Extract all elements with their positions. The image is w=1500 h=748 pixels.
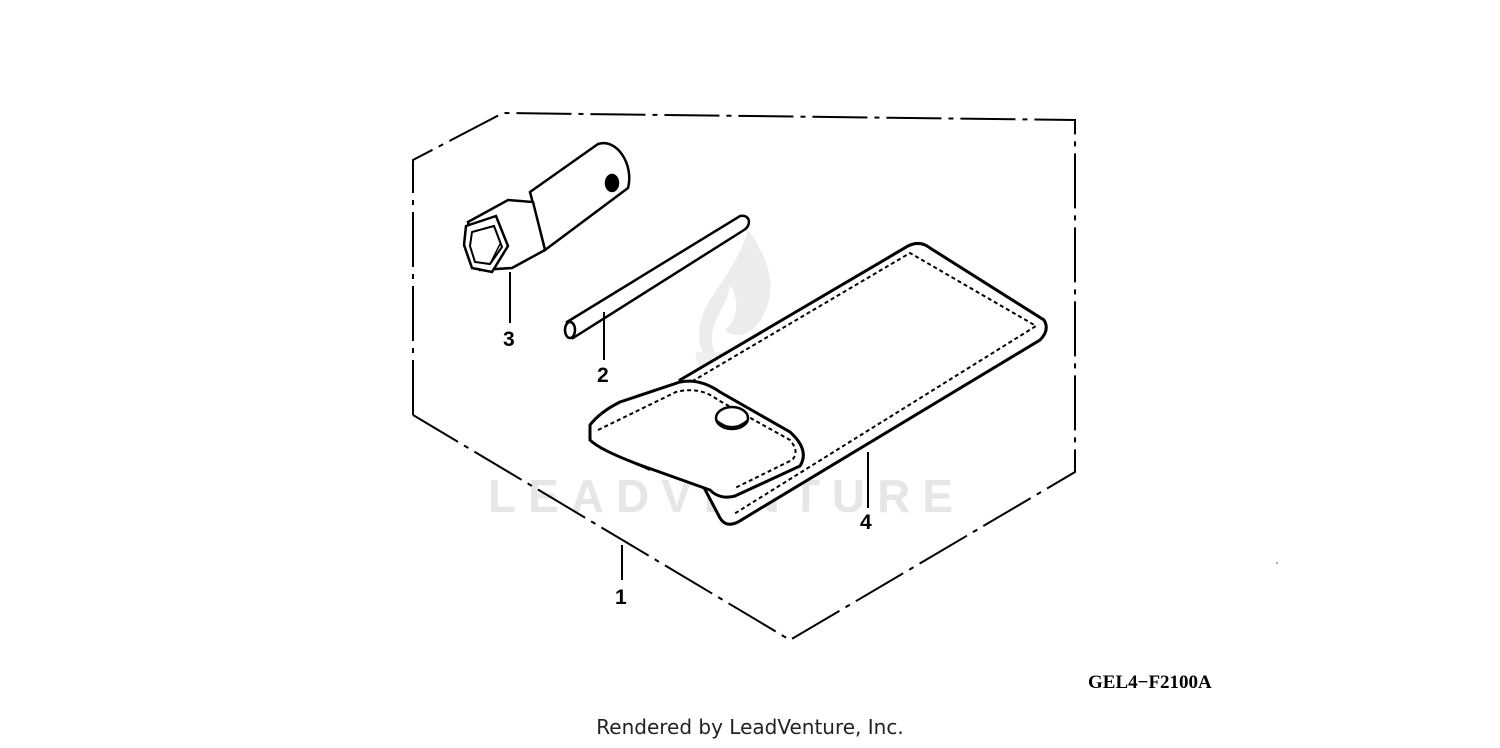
kit-boundary [412,111,1076,642]
callout-1: 1 [615,586,627,609]
diagram-code: GEL4−F2100A [1088,672,1212,693]
socket-wrench [462,141,631,274]
callout-4: 4 [860,511,872,534]
tommy-bar [563,214,751,340]
callout-2: 2 [597,364,609,387]
tool-bag [588,241,1048,526]
callout-3: 3 [503,328,515,351]
footer-credit: Rendered by LeadVenture, Inc. [596,715,904,739]
scan-dot [1276,562,1278,564]
